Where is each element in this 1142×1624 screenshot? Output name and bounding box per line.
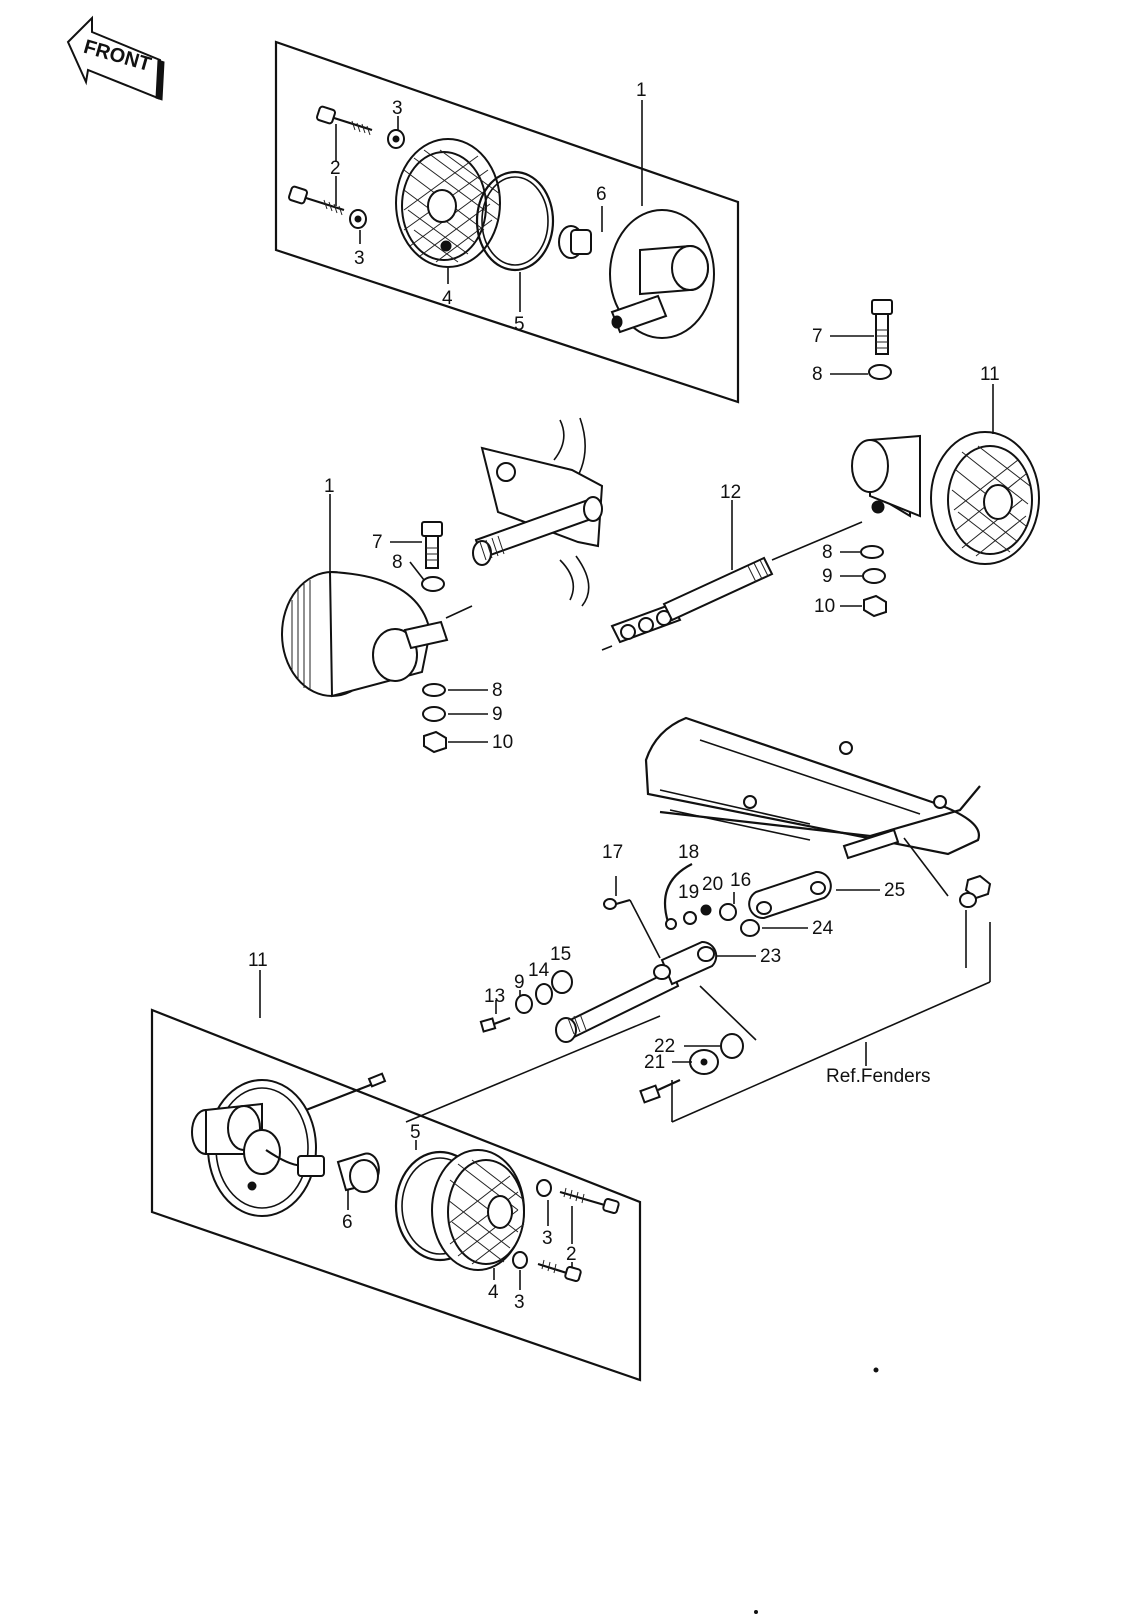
collar-16 — [719, 903, 737, 921]
callout-4: 4 — [488, 1282, 499, 1303]
callout-3: 3 — [392, 98, 403, 119]
nut-20 — [700, 904, 712, 916]
callout-24: 24 — [812, 918, 834, 939]
bottom-lens — [431, 1149, 525, 1271]
callout-16: 16 — [730, 870, 751, 891]
bottom-bolt-upper — [559, 1187, 620, 1214]
callout-2: 2 — [566, 1244, 577, 1265]
callout-11: 11 — [248, 950, 268, 971]
callout-8: 8 — [812, 364, 823, 385]
bolt-13 — [479, 1016, 511, 1033]
top-gasket — [475, 170, 555, 272]
mid-stay-12 — [610, 556, 774, 644]
callout-14: 14 — [528, 960, 550, 981]
callout-21: 21 — [644, 1052, 665, 1073]
mid-left-lockwasher-9 — [422, 706, 446, 722]
mid-left-lamp — [281, 570, 473, 698]
callout-10: 10 — [814, 596, 835, 617]
bottom-bolt-lower — [537, 1259, 582, 1282]
mid-right-bolt — [871, 299, 893, 355]
callout-18: 18 — [678, 842, 699, 863]
bolt-21 — [639, 1078, 681, 1104]
fender-assembly — [479, 716, 992, 1123]
callout-2: 2 — [330, 158, 341, 179]
nut-19 — [683, 911, 697, 925]
mid-right-lamp — [851, 431, 1040, 565]
screw-17 — [603, 898, 631, 910]
callout-15: 15 — [550, 944, 571, 965]
callout-8: 8 — [822, 542, 833, 563]
top-lens — [395, 138, 501, 268]
callout-1: 1 — [636, 80, 647, 101]
callout-9: 9 — [514, 972, 525, 993]
front-arrow: FRONT — [66, 15, 165, 101]
stray-dot — [754, 1610, 758, 1614]
callout-5: 5 — [410, 1122, 421, 1143]
bottom-nut-upper — [536, 1179, 552, 1197]
top-bolt-upper — [316, 105, 373, 136]
callout-13: 13 — [484, 986, 505, 1007]
callout-9: 9 — [822, 566, 833, 587]
top-bulb — [558, 225, 592, 259]
callout-4: 4 — [442, 288, 453, 309]
middle-assembly — [281, 299, 1040, 754]
ref-fenders-label: Ref.Fenders — [826, 1066, 931, 1087]
callout-25: 25 — [884, 880, 905, 901]
bottom-bulb — [336, 1152, 380, 1193]
callout-6: 6 — [596, 184, 607, 205]
stray-dot — [873, 1367, 879, 1373]
callout-7: 7 — [372, 532, 383, 553]
mid-frame-bracket — [472, 417, 604, 607]
mid-right-washer-8 — [860, 545, 884, 559]
callout-8: 8 — [492, 680, 503, 701]
callout-3: 3 — [542, 1228, 553, 1249]
callout-12: 12 — [720, 482, 741, 503]
mid-left-nut-10 — [423, 730, 447, 754]
callout-labels: 1 2 3 3 4 5 6 7 8 11 1 7 8 12 8 9 10 8 9… — [248, 80, 1000, 1313]
top-leaders — [335, 100, 643, 312]
collar-24 — [740, 919, 760, 937]
washer-14 — [535, 983, 553, 1005]
top-bolt-lower — [288, 185, 345, 216]
callout-5: 5 — [514, 314, 525, 335]
wire-18 — [663, 863, 693, 923]
callout-10: 10 — [492, 732, 513, 753]
collar-22 — [720, 1033, 744, 1059]
bottom-nut-lower — [512, 1251, 528, 1269]
callout-20: 20 — [702, 874, 723, 895]
callout-22: 22 — [654, 1036, 675, 1057]
mid-right-nut-10 — [863, 594, 887, 618]
callout-7: 7 — [812, 326, 823, 347]
callout-3: 3 — [514, 1292, 525, 1313]
mid-left-washer — [421, 576, 445, 592]
callout-9: 9 — [492, 704, 503, 725]
callout-11: 11 — [980, 364, 1000, 385]
mid-left-bolt — [421, 521, 443, 569]
callout-19: 19 — [678, 882, 699, 903]
bottom-assembly-panel — [150, 970, 661, 1382]
callout-23: 23 — [760, 946, 781, 967]
mid-left-washer-8 — [422, 683, 446, 697]
callout-8: 8 — [392, 552, 403, 573]
grommet-15 — [551, 970, 573, 994]
callout-17: 17 — [602, 842, 623, 863]
mid-right-lockwasher-9 — [862, 568, 886, 584]
callout-6: 6 — [342, 1212, 353, 1233]
mid-right-washer — [868, 364, 892, 380]
bottom-housing — [191, 1072, 387, 1217]
top-housing — [609, 209, 715, 339]
top-assembly-panel — [274, 40, 740, 404]
washer-9 — [515, 994, 533, 1014]
callout-1: 1 — [324, 476, 335, 497]
callout-3: 3 — [354, 248, 365, 269]
